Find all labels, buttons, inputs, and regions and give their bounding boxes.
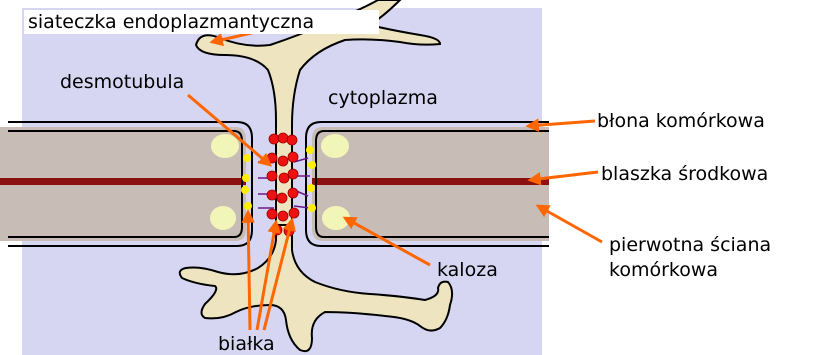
label-proteins: białka [218, 333, 275, 355]
label-er: siateczka endoplazmantyczna [28, 11, 314, 33]
middle-lamella-left [0, 178, 246, 185]
left-cell-wall [0, 127, 246, 241]
label-primary-wall-1: pierwotna ściana [609, 234, 771, 256]
label-cytoplasm: cytoplazma [328, 87, 438, 109]
arrow-protein-1 [248, 212, 250, 330]
middle-lamella-right [312, 178, 549, 185]
label-callose: kaloza [437, 259, 498, 281]
label-primary-wall-2: komórkowa [609, 259, 718, 281]
label-middle-lamella: blaszka środkowa [601, 163, 768, 185]
label-desmotubule: desmotubula [60, 71, 184, 93]
label-plasma-membrane: błona komórkowa [597, 110, 765, 132]
